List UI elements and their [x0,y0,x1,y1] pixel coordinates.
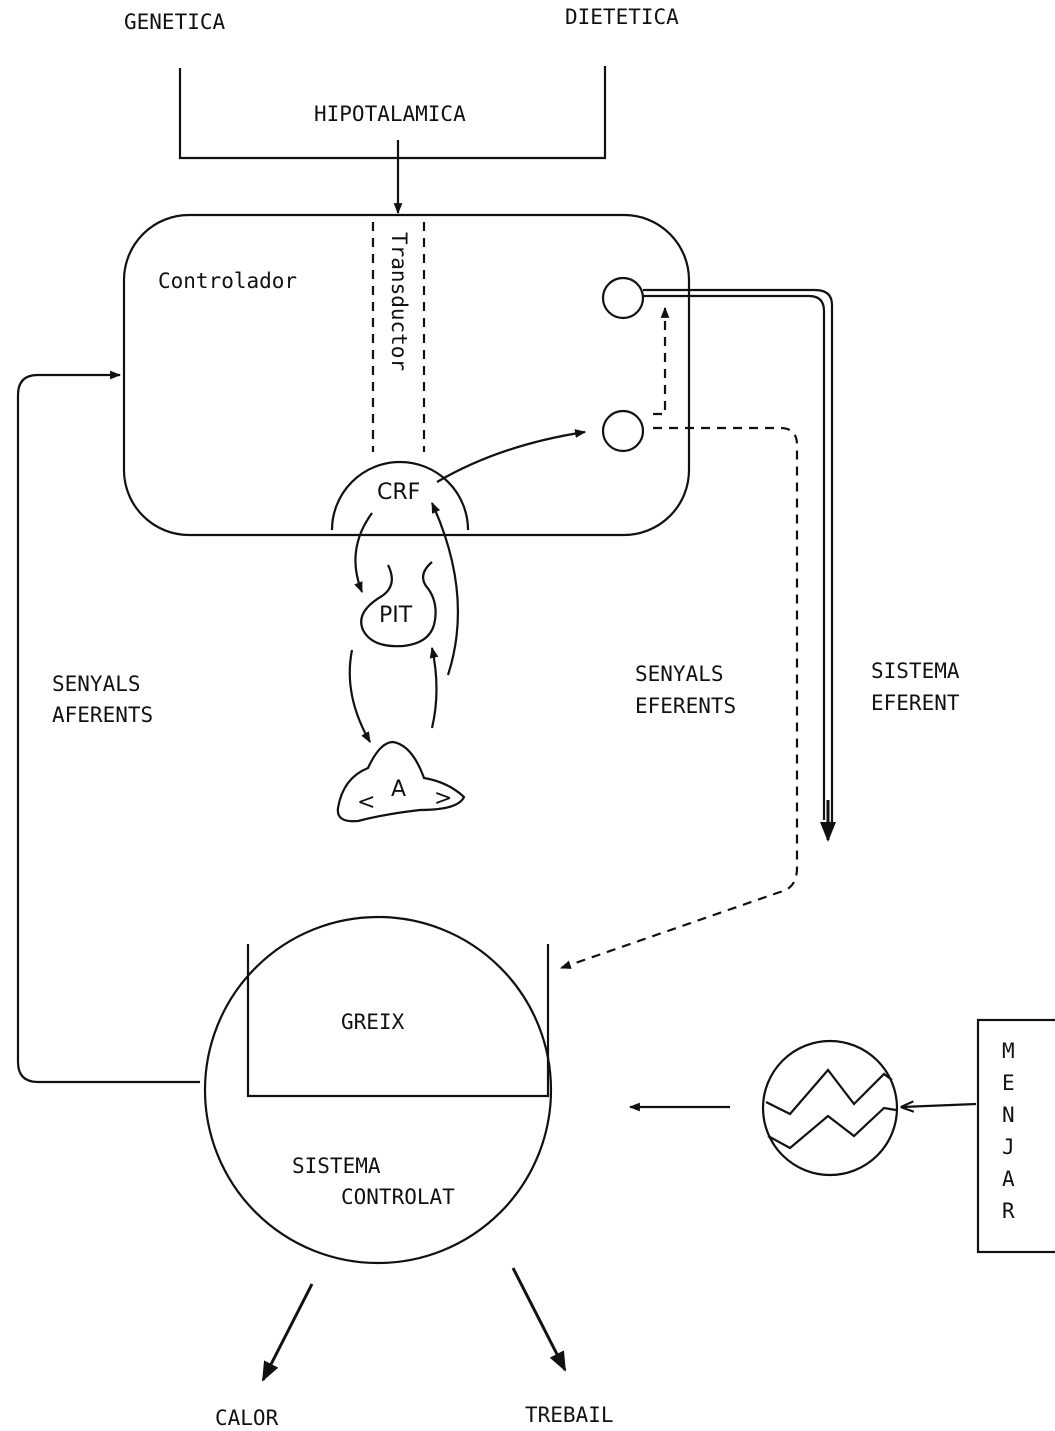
senyals-aferents-label-line1: SENYALS [52,672,141,696]
node-dashed-link [653,308,665,414]
menjar-letter: R [1002,1199,1015,1223]
pit-to-crf-arrow [432,503,458,675]
sistema-eferent-label-line2: EFERENT [871,691,960,715]
adrenal-left-chevron: < [357,790,375,815]
treball-label: TREBAIL [525,1403,614,1427]
crf-to-pit-arrow [355,513,372,592]
dietetica-label: DIETETICA [565,5,679,29]
menjar-letter: J [1002,1135,1015,1159]
sistema-eferent-label-line1: SISTEMA [871,659,960,683]
intake-wave-upper [766,1070,892,1114]
lower-node [603,411,643,451]
adrenal-label: A [391,777,406,802]
menjar-letter: E [1002,1071,1015,1095]
menjar-to-intake-arrow [902,1104,976,1107]
menjar-letter: A [1002,1167,1015,1191]
menjar-letter: M [1002,1039,1015,1063]
pit-label: PIT [379,603,413,628]
senyals-eferents-label-line2: EFERENTS [635,694,736,718]
sistema-eferent-line-outer [643,290,832,822]
greix-label: GREIX [341,1010,405,1034]
menjar-letter: N [1002,1103,1015,1127]
treball-arrow [513,1268,565,1370]
calor-arrow [263,1284,312,1380]
calor-label: CALOR [215,1406,279,1430]
hipotalamica-label: HIPOTALAMICA [314,102,466,126]
adrenal-right-chevron: > [434,786,452,811]
intake-circle [763,1041,897,1175]
intake-wave-lower [768,1108,896,1148]
menjar-box [978,1020,1055,1252]
aferent-feedback-loop [18,375,200,1082]
adrenal-to-pit-arrow [432,648,437,728]
genetica-label: GENETICA [124,10,226,34]
senyals-eferents-label-line1: SENYALS [635,662,724,686]
senyals-aferents-label-line2: AFERENTS [52,703,153,727]
crf-label: CRF [377,480,420,505]
sistema-controlat-label-line2: CONTROLAT [341,1185,455,1209]
sistema-controlat-label-line1: SISTEMA [292,1154,381,1178]
controlador-label: Controlador [158,269,297,293]
crf-to-node-arrow [437,432,585,482]
pit-to-adrenal-arrow [350,650,370,742]
upper-node [603,278,643,318]
transductor-label: Transductor [387,232,411,371]
sistema-controlat-circle [205,917,551,1263]
